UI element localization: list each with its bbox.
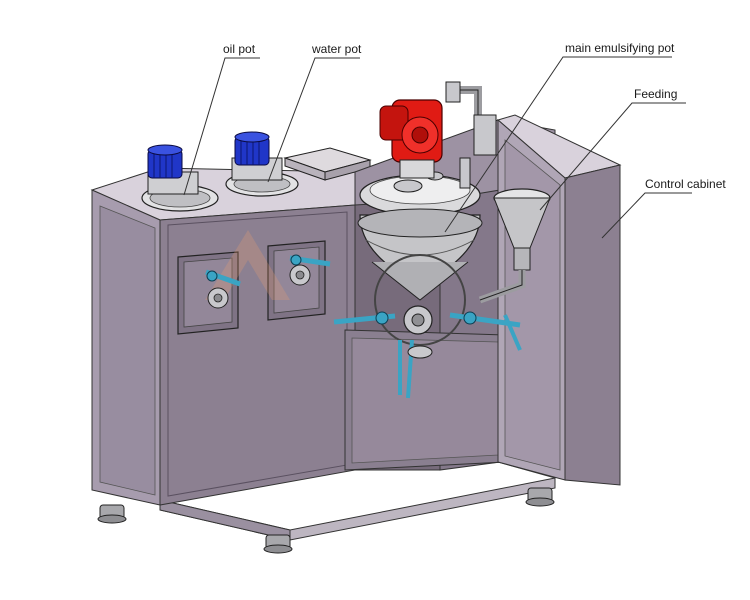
control-cabinet	[496, 114, 622, 486]
foot	[97, 504, 127, 524]
leader-water-pot	[267, 57, 360, 183]
water-pot-motor	[234, 131, 270, 166]
oil-pot	[141, 144, 219, 212]
leader-control-cabinet	[601, 192, 692, 239]
oil-pot-window	[177, 251, 239, 335]
oil-pot-outlet-valve	[205, 269, 241, 309]
leader-oil-pot	[183, 57, 260, 196]
water-pot	[225, 131, 299, 197]
discharge-valves	[333, 305, 522, 399]
foot	[525, 487, 555, 507]
leader-lines	[183, 56, 692, 239]
leader-main-pot	[444, 56, 672, 233]
label-oil-pot: oil pot	[223, 42, 256, 56]
label-water-pot: water pot	[312, 42, 362, 56]
foot	[263, 534, 293, 554]
pot-cabinet	[90, 167, 356, 506]
main-pot-motor	[379, 99, 443, 179]
leveling-feet	[97, 487, 555, 554]
label-main-emulsifying-pot: main emulsifying pot	[565, 41, 675, 55]
oil-pot-motor	[147, 144, 183, 179]
leader-feeding	[539, 102, 686, 211]
feeding-hopper	[478, 188, 551, 304]
main-emulsifying-pot	[357, 81, 497, 346]
top-control-box	[283, 147, 372, 181]
watermark-logo	[205, 230, 290, 300]
water-pot-outlet-valve	[289, 254, 331, 286]
base-plate	[159, 477, 556, 541]
label-feeding: Feeding	[634, 87, 678, 101]
label-control-cabinet: Control cabinet	[645, 177, 726, 191]
